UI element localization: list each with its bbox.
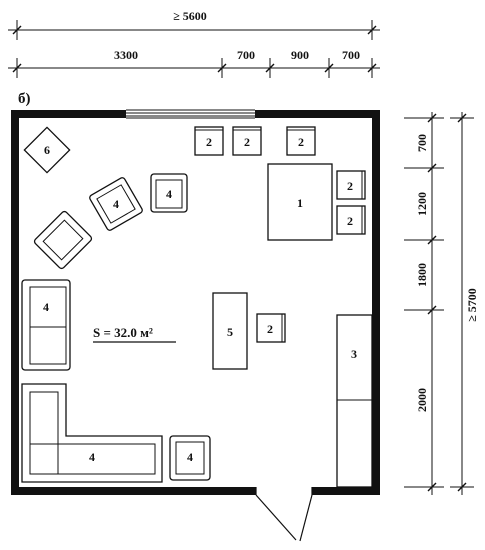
door — [255, 487, 313, 542]
right-label-1200: 1200 — [415, 192, 429, 216]
top-dimension-total: ≥ 5600 — [8, 9, 380, 40]
sofa-4-left: 4 — [21, 279, 71, 371]
svg-text:2: 2 — [244, 135, 250, 149]
chair-2-top-1: 2 — [194, 126, 224, 156]
svg-text:2: 2 — [298, 135, 304, 149]
total-height-label: ≥ 5700 — [465, 288, 479, 322]
svg-text:5: 5 — [227, 325, 233, 339]
svg-text:S = 32.0 м²: S = 32.0 м² — [93, 325, 153, 340]
corner-sofa-4: 4 — [21, 383, 163, 483]
item-3-cabinet: 3 — [336, 314, 373, 488]
room-walls — [11, 110, 380, 495]
svg-text:4: 4 — [187, 450, 193, 464]
svg-text:1: 1 — [297, 196, 303, 210]
armchair-rotated-2 — [33, 210, 93, 270]
armchair-4-rotated-1: 4 — [89, 177, 143, 231]
window — [126, 109, 255, 119]
right-dimension-total: ≥ 5700 — [450, 112, 479, 495]
right-label-700: 700 — [415, 134, 429, 152]
svg-text:4: 4 — [113, 197, 119, 211]
total-width-label: ≥ 5600 — [173, 9, 207, 23]
right-label-1800: 1800 — [415, 263, 429, 287]
svg-text:2: 2 — [206, 135, 212, 149]
svg-text:2: 2 — [347, 214, 353, 228]
chair-2-top-2: 2 — [232, 126, 262, 156]
chair-2-right-2: 2 — [336, 205, 366, 235]
subfigure-label: б) — [18, 91, 31, 107]
top-dimension-segments: 3300 700 900 700 — [8, 48, 380, 78]
item-6-table: 6 — [23, 126, 71, 174]
segment-label-900: 900 — [291, 48, 309, 62]
armchair-4-bottom: 4 — [169, 435, 211, 481]
svg-text:4: 4 — [166, 187, 172, 201]
item-1-table: 1 — [267, 163, 333, 241]
svg-text:3: 3 — [351, 347, 357, 361]
segment-label-3300: 3300 — [114, 48, 138, 62]
item-5-table: 5 — [212, 292, 248, 370]
svg-text:6: 6 — [44, 143, 50, 157]
svg-text:4: 4 — [89, 450, 95, 464]
svg-text:2: 2 — [347, 179, 353, 193]
chair-2-center: 2 — [256, 313, 286, 343]
chair-2-right-1: 2 — [336, 170, 366, 200]
area-label: S = 32.0 м² — [93, 325, 176, 343]
segment-label-700b: 700 — [342, 48, 360, 62]
chair-2-top-3: 2 — [286, 126, 316, 156]
svg-text:2: 2 — [267, 322, 273, 336]
segment-label-700a: 700 — [237, 48, 255, 62]
svg-text:4: 4 — [43, 300, 49, 314]
armchair-4-top: 4 — [150, 173, 188, 213]
right-dimension-segments: 700 1200 1800 2000 — [404, 112, 444, 495]
right-label-2000: 2000 — [415, 388, 429, 412]
